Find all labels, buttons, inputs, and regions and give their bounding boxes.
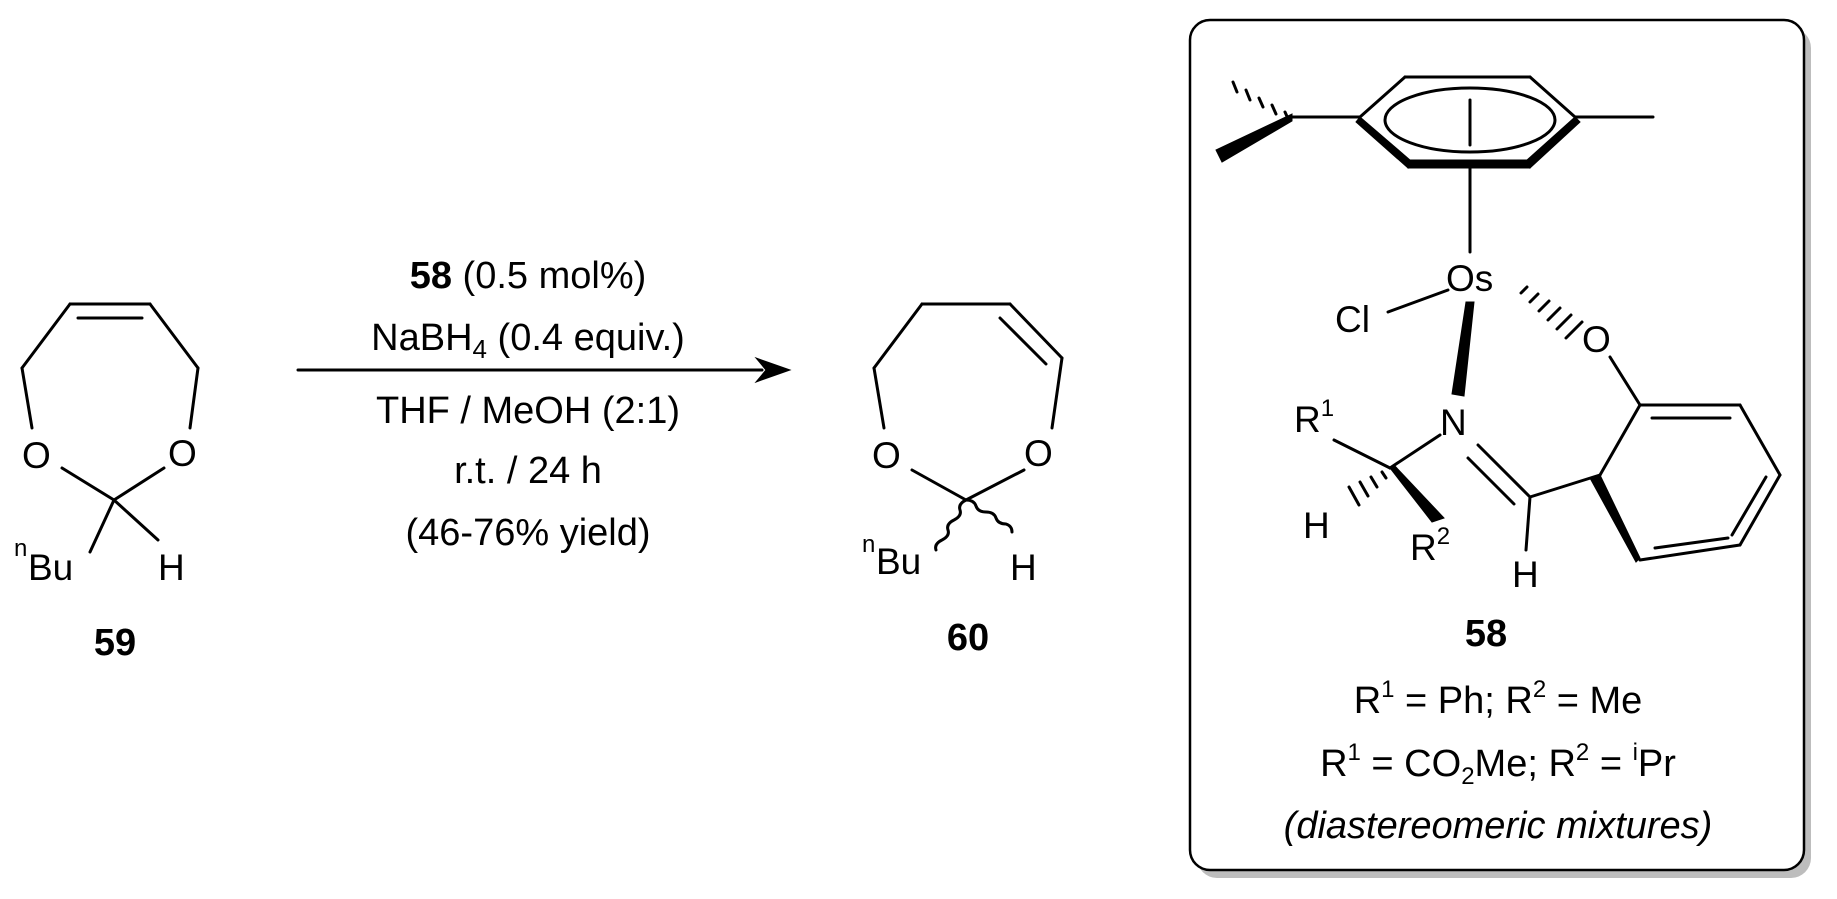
catalyst-note-diastereomers: (diastereomeric mixtures) bbox=[1284, 805, 1713, 847]
catalyst-58-r2-superscript: 2 bbox=[1437, 523, 1450, 550]
conditions-reductant-amount: (0.4 equiv.) bbox=[487, 317, 685, 359]
variant1-text-1: = Ph; R bbox=[1395, 680, 1533, 722]
conditions-catalyst-amount: (0.5 mol%) bbox=[452, 255, 646, 297]
conditions-reductant-formula: NaBH bbox=[371, 317, 472, 359]
catalyst-58-r2-letter: R bbox=[1410, 527, 1437, 568]
catalyst-58-phenoxide-oxygen: O bbox=[1582, 319, 1611, 360]
variant2-ipr-sup: i bbox=[1633, 739, 1638, 766]
catalyst-box bbox=[1188, 18, 1806, 872]
compound-number-60: 60 bbox=[947, 617, 989, 659]
catalyst-58-structure bbox=[1215, 75, 1782, 563]
variant2-text-3: = bbox=[1589, 743, 1632, 785]
catalyst-58-r1-letter: R bbox=[1294, 399, 1321, 440]
catalyst-58-r1-label: R1 bbox=[1294, 395, 1334, 440]
catalyst-variant-2: R1 = CO2Me; R2 = iPr bbox=[1320, 739, 1676, 790]
reactant-59-structure bbox=[20, 302, 200, 554]
product-60-structure bbox=[872, 302, 1064, 552]
catalyst-58-r1-superscript: 1 bbox=[1321, 395, 1334, 422]
catalyst-58-chlorine: Cl bbox=[1335, 299, 1370, 340]
catalyst-58-r2-label: R2 bbox=[1410, 523, 1450, 568]
variant2-r1-sup: 1 bbox=[1348, 739, 1361, 766]
reactant-59-butyl: Bu bbox=[28, 547, 73, 588]
catalyst-58-imine-nitrogen: N bbox=[1440, 402, 1467, 443]
reactant-59-hydrogen: H bbox=[158, 547, 185, 588]
variant1-r1-sup: 1 bbox=[1381, 676, 1394, 703]
variant1-text-2: = Me bbox=[1546, 680, 1642, 722]
catalyst-58-osmium: Os bbox=[1446, 258, 1493, 299]
reactant-59-butyl-prefix: n bbox=[14, 535, 27, 562]
variant2-co2-sub: 2 bbox=[1461, 763, 1474, 790]
variant2-r2-sup: 2 bbox=[1576, 739, 1589, 766]
product-60-oxygen-right: O bbox=[1024, 433, 1053, 474]
conditions-temp-time: r.t. / 24 h bbox=[454, 450, 602, 492]
conditions-yield: (46-76% yield) bbox=[406, 512, 651, 554]
compound-number-58: 58 bbox=[1465, 613, 1507, 655]
variant2-text-4: Pr bbox=[1638, 743, 1676, 785]
product-60-oxygen-left: O bbox=[872, 435, 901, 476]
reaction-arrow bbox=[296, 356, 792, 384]
variant1-r2-sup: 2 bbox=[1533, 676, 1546, 703]
reactant-59-oxygen-left: O bbox=[22, 435, 51, 476]
catalyst-58-hydrogen-left: H bbox=[1303, 505, 1330, 546]
conditions-catalyst-loading: 58 (0.5 mol%) bbox=[410, 255, 647, 297]
variant2-r1: R bbox=[1320, 743, 1347, 785]
variant2-text-1: = CO bbox=[1361, 743, 1461, 785]
variant2-text-2: Me; R bbox=[1475, 743, 1576, 785]
conditions-solvent: THF / MeOH (2:1) bbox=[376, 390, 680, 432]
conditions-reductant-subscript: 4 bbox=[473, 334, 487, 364]
catalyst-58-hydrogen-imine: H bbox=[1512, 554, 1539, 595]
reactant-59-oxygen-right: O bbox=[168, 433, 197, 474]
variant1-r1: R bbox=[1354, 680, 1381, 722]
catalyst-variant-1: R1 = Ph; R2 = Me bbox=[1354, 676, 1643, 722]
product-60-butyl: Bu bbox=[876, 541, 921, 582]
conditions-reductant: NaBH4 (0.4 equiv.) bbox=[371, 317, 685, 364]
product-60-butyl-prefix: n bbox=[862, 531, 875, 558]
compound-number-59: 59 bbox=[94, 622, 136, 664]
product-60-hydrogen: H bbox=[1010, 547, 1037, 588]
conditions-catalyst-id: 58 bbox=[410, 255, 452, 297]
